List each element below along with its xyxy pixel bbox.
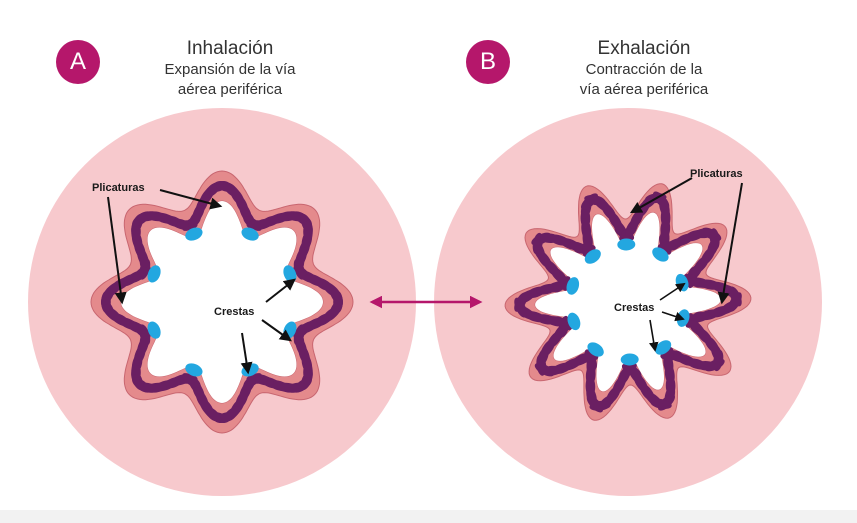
- title-block-a: Inhalación Expansión de la vía aérea per…: [130, 38, 330, 100]
- label-plicaturas-b: Plicaturas: [690, 168, 743, 180]
- subtitle-a-line1: Expansión de la vía: [164, 61, 296, 78]
- subtitle-b-line2: vía aérea periférica: [579, 81, 709, 98]
- wall-b-plication: [655, 340, 672, 355]
- crestas-arrow-b-2: [661, 311, 685, 322]
- wall-a-plication: [241, 227, 259, 241]
- crestas-arrow-b-1: [659, 282, 686, 301]
- subtitle-b-line1: Contracción de la: [585, 61, 703, 78]
- badge-a: A: [56, 40, 100, 84]
- airway-wall-a: [90, 170, 354, 434]
- subtitle-a-line2: aérea periférica: [177, 81, 283, 98]
- wall-a-plication: [147, 321, 161, 339]
- wall-a-plication: [147, 265, 161, 283]
- wall-a-plication: [185, 363, 203, 377]
- plicaturas-arrow-a-2: [107, 196, 127, 305]
- crestas-arrow-b-3: [649, 319, 659, 352]
- wall-b-cell: [729, 286, 742, 307]
- plicaturas-arrow-a-1: [159, 189, 223, 210]
- wall-b-plication: [587, 342, 604, 357]
- title-b: Exhalación: [597, 38, 691, 59]
- wall-b-plication: [566, 277, 580, 295]
- wall-b-lumen: [535, 212, 721, 392]
- airway-wall-b: [504, 183, 752, 421]
- wall-b-plication: [584, 249, 601, 264]
- plicaturas-arrow-b-1: [629, 177, 693, 214]
- label-crestas-b: Crestas: [614, 302, 655, 314]
- wall-a-plication: [185, 227, 203, 241]
- wall-a-cell: [329, 285, 343, 306]
- crestas-arrow-a-2: [261, 319, 292, 342]
- plicaturas-arrow-b-2: [717, 182, 743, 305]
- bottom-strip: [0, 510, 857, 523]
- label-crestas-a: Crestas: [214, 306, 255, 318]
- wall-a-lumen: [121, 201, 323, 403]
- wall-b-plication: [567, 312, 581, 331]
- crestas-arrow-a-1: [265, 278, 296, 303]
- wall-b-plication: [652, 247, 669, 262]
- wall-b-plication: [617, 238, 636, 251]
- crestas-arrow-a-3: [240, 332, 253, 375]
- badge-b: B: [466, 40, 510, 84]
- title-block-b: Exhalación Contracción de la vía aérea p…: [544, 38, 744, 100]
- title-a: Inhalación: [186, 38, 274, 59]
- label-plicaturas-a: Plicaturas: [92, 182, 145, 194]
- wall-a-plication: [283, 265, 297, 283]
- wall-b-plication: [620, 353, 639, 366]
